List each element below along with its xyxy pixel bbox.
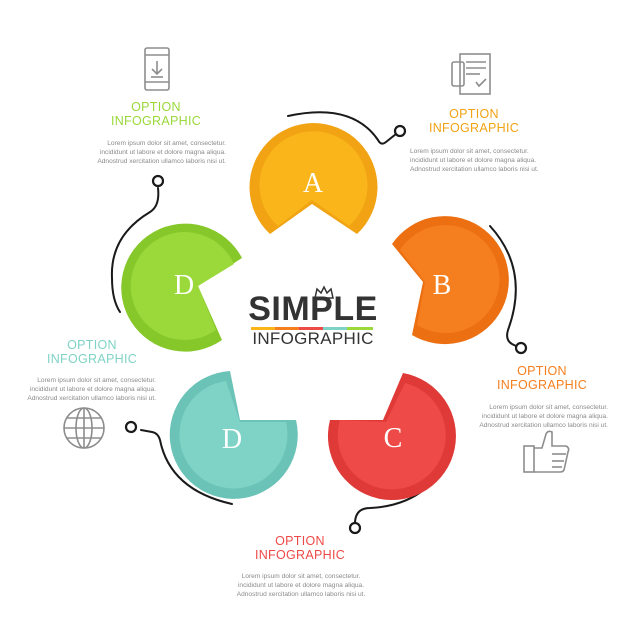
pie-c[interactable]: C xyxy=(327,373,456,501)
crown-icon xyxy=(314,285,334,299)
connector-d-green xyxy=(110,187,160,313)
pie-d-teal[interactable]: D xyxy=(169,371,298,499)
pie-d-green[interactable]: D xyxy=(121,223,242,352)
connector-dot-d-green xyxy=(151,174,165,188)
option-body-left: Lorem ipsum dolor sit amet, consectetur.… xyxy=(27,377,156,402)
pie-letter: C xyxy=(384,423,403,454)
connector-dot-c xyxy=(348,521,362,535)
connector-b xyxy=(489,225,517,347)
option-body-bottom: Lorem ipsum dolor sit amet, consectetur.… xyxy=(236,573,366,598)
brand-color-rule xyxy=(251,327,373,330)
connector-dot-a xyxy=(393,124,407,138)
connector-dot-d-teal xyxy=(124,420,138,434)
brand-subtitle: INFOGRAPHIC xyxy=(252,329,374,348)
connector-a xyxy=(287,111,397,145)
option-body-top-right: Lorem ipsum dolor sit amet, consectetur.… xyxy=(410,148,539,173)
pie-a[interactable]: A xyxy=(249,123,378,234)
thumbs-up-icon xyxy=(523,430,570,473)
document-printer-icon xyxy=(451,53,491,95)
pie-b[interactable]: B xyxy=(392,216,509,345)
option-body-right: Lorem ipsum dolor sit amet, consectetur.… xyxy=(479,404,608,429)
pie-letter: D xyxy=(174,270,194,301)
brand-title: SIMPLE xyxy=(248,290,378,328)
connector-dot-b xyxy=(514,341,528,355)
smartphone-download-icon xyxy=(144,47,170,91)
option-body-top-left: Lorem ipsum dolor sit amet, consectetur.… xyxy=(97,140,226,165)
pie-letter: B xyxy=(433,270,452,301)
globe-icon xyxy=(63,407,105,449)
pie-letter: D xyxy=(222,424,242,455)
connector-d-teal xyxy=(140,429,233,505)
pie-letter: A xyxy=(303,168,324,199)
